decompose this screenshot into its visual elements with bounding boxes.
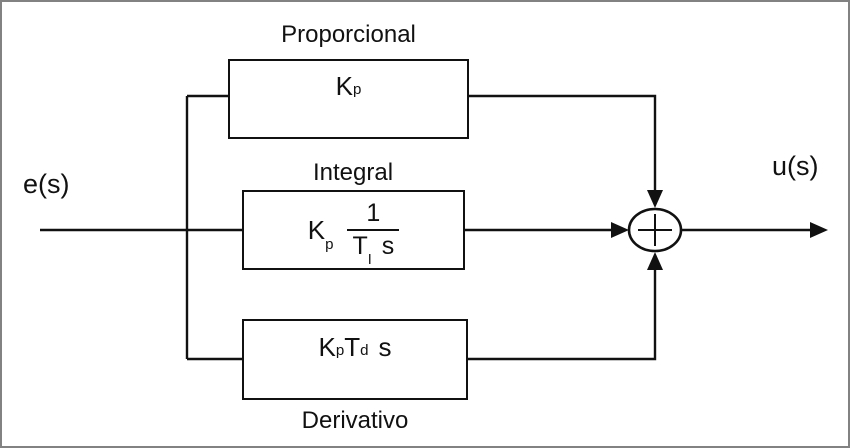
arrowhead-right-icon — [611, 222, 629, 238]
derivative-laplace-var: s — [378, 331, 392, 362]
fraction-numerator: 1 — [366, 199, 381, 227]
fraction-bar — [347, 229, 400, 231]
arrowhead-output-icon — [810, 222, 828, 238]
integral-gain-subscript: p — [325, 236, 334, 254]
plus-icon — [638, 214, 672, 246]
arrowhead-down-icon — [647, 190, 663, 208]
integral-gain-symbol: K — [307, 215, 326, 245]
derivative-time-symbol: T — [344, 331, 361, 362]
fraction-denominator: TIs — [347, 231, 399, 268]
integral-block: Kp 1 TIs — [242, 190, 465, 270]
input-signal-label: e(s) — [23, 169, 70, 199]
integral-time-subscript: I — [367, 252, 372, 269]
integral-formula: Kp 1 TIs — [307, 199, 400, 268]
integral-laplace-var: s — [381, 232, 395, 260]
proportional-output-line — [468, 94, 657, 191]
integral-gain: Kp — [307, 215, 334, 252]
derivative-output-line — [467, 269, 657, 361]
integral-time-symbol: T — [352, 232, 368, 260]
derivative-title: Derivativo — [301, 407, 409, 434]
proportional-title: Proporcional — [281, 21, 416, 48]
integral-fraction: 1 TIs — [347, 199, 400, 268]
arrowhead-up-icon — [647, 252, 663, 270]
integral-title: Integral — [312, 159, 394, 186]
output-signal-label: u(s) — [772, 151, 819, 181]
proportional-gain-symbol: K — [335, 71, 353, 101]
derivative-gain-symbol: K — [318, 331, 336, 362]
